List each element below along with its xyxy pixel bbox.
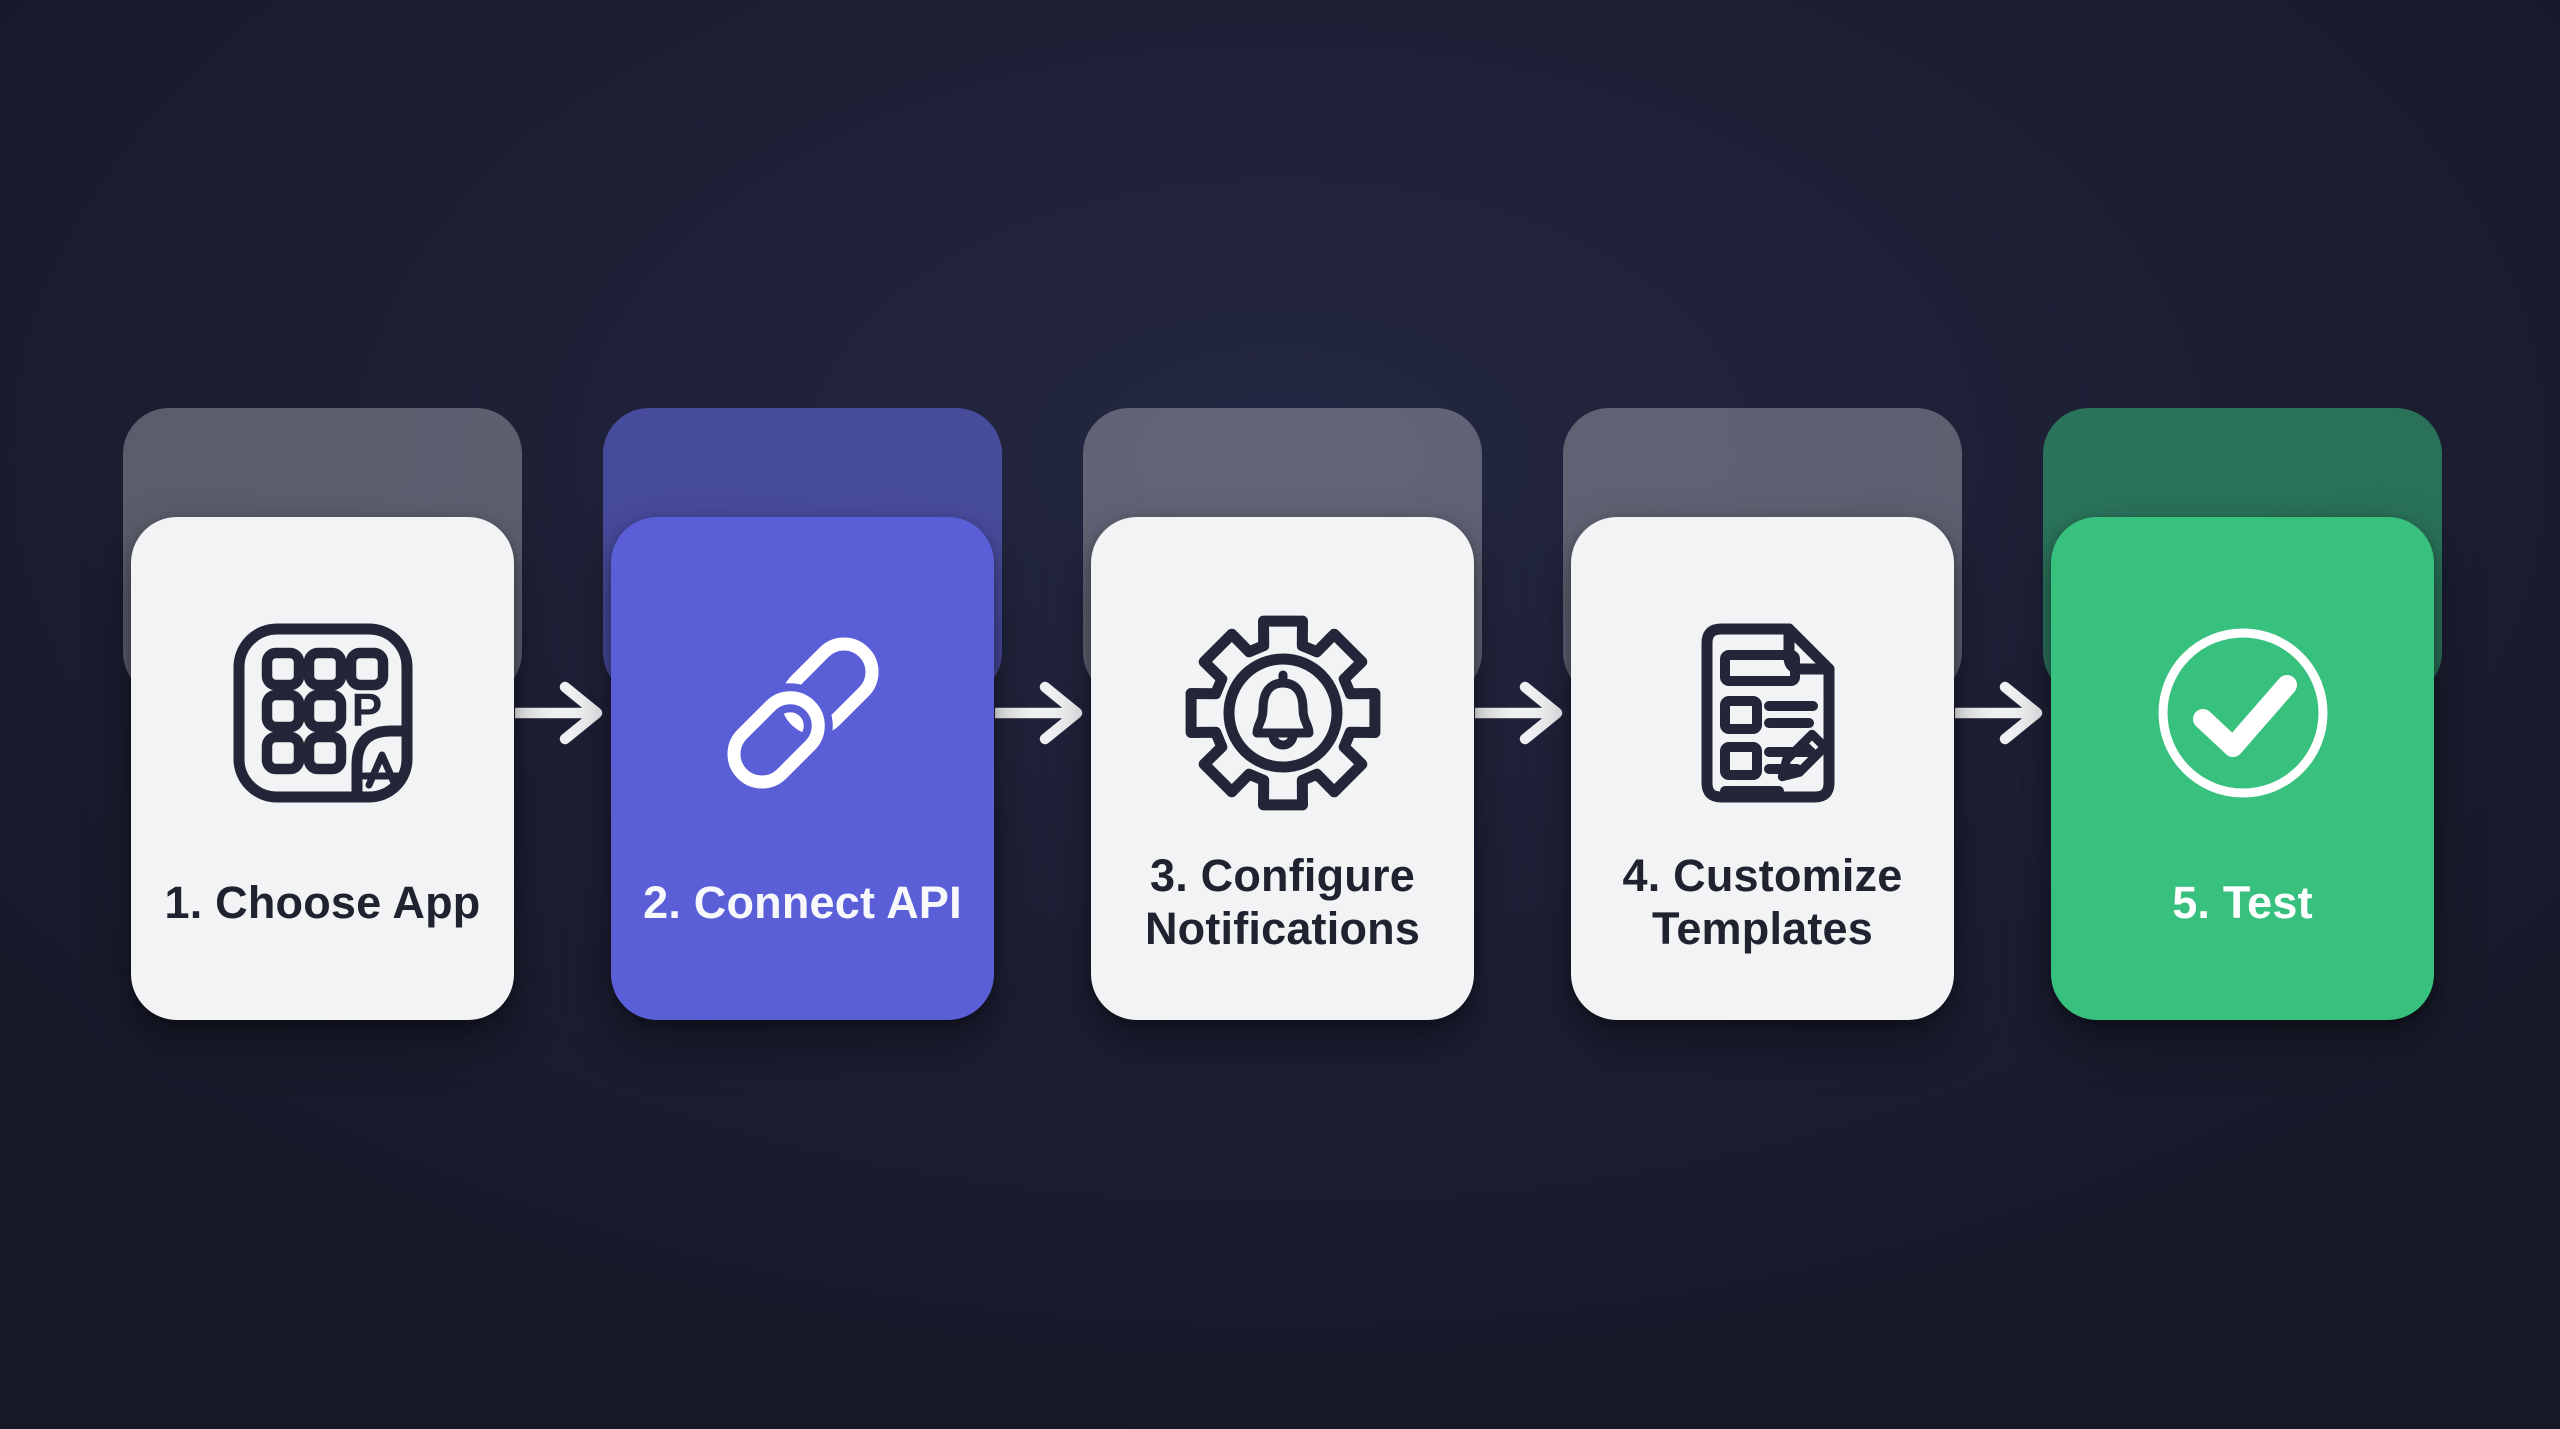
step-label: 1. Choose App (164, 876, 481, 928)
flow-arrow (1954, 681, 2051, 745)
step-choose-app: P 1. Choose App (123, 408, 522, 1020)
step-customize-templates: 4. Customize Templates (1563, 408, 1962, 1020)
step-card: 3. Configure Notifications (1091, 517, 1474, 1020)
step-card: 2. Connect API (611, 517, 994, 1020)
step-card: 4. Customize Templates (1571, 517, 1954, 1020)
step-label: 3. Configure Notifications (1144, 850, 1421, 954)
step-card: 5. Test (2051, 517, 2434, 1020)
arrow-right-icon (514, 681, 602, 745)
step-test: 5. Test (2043, 408, 2442, 1020)
step-card: P 1. Choose App (131, 517, 514, 1020)
arrow-right-icon (1954, 681, 2042, 745)
flow-arrow (994, 681, 1091, 745)
arrow-right-icon (994, 681, 1082, 745)
step-configure-notifications: 3. Configure Notifications (1083, 408, 1482, 1020)
arrow-right-icon (1474, 681, 1562, 745)
flow-arrow (1474, 681, 1571, 745)
chain-link-icon (703, 613, 903, 813)
step-label: 4. Customize Templates (1622, 850, 1903, 954)
app-grid-icon: P (223, 613, 423, 813)
step-label: 2. Connect API (643, 876, 962, 928)
check-circle-icon (2143, 613, 2343, 813)
gear-bell-icon (1183, 613, 1383, 813)
process-flow-diagram: P 1. Choose App (123, 408, 2442, 1020)
step-label: 5. Test (2172, 876, 2313, 928)
step-connect-api: 2. Connect API (603, 408, 1002, 1020)
flow-arrow (514, 681, 611, 745)
document-edit-icon (1663, 613, 1863, 813)
